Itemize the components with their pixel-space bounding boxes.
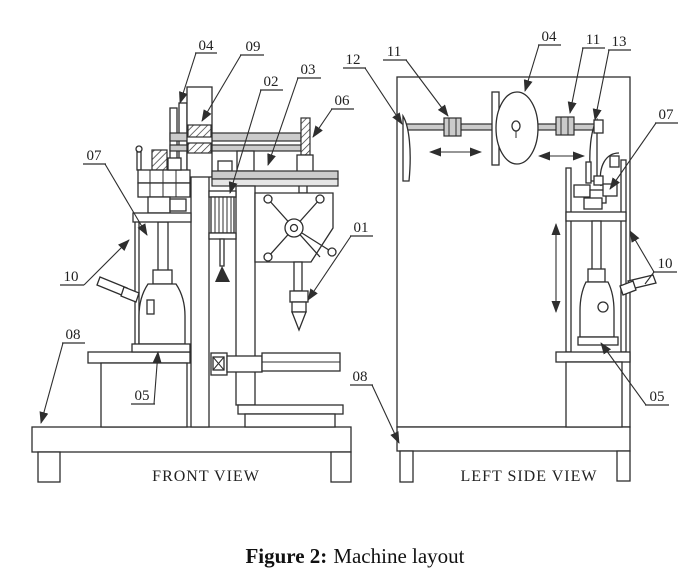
front-column [169, 86, 302, 428]
callout-12: 12 [343, 52, 403, 125]
svg-text:10: 10 [64, 269, 79, 285]
svg-text:05: 05 [650, 389, 665, 405]
callout-13: 13 [592, 34, 631, 121]
slider-left [443, 117, 462, 137]
front-base-frame [31, 426, 352, 483]
callout-11-left: 11 [383, 44, 449, 117]
svg-text:06: 06 [335, 93, 351, 109]
callout-10-front: 10 [60, 239, 130, 286]
front-view-title: FRONT VIEW [152, 468, 260, 485]
work-table [211, 150, 339, 187]
svg-text:04: 04 [542, 29, 558, 45]
side-base-frame [396, 426, 631, 483]
figure-caption: Figure 2:Machine layout [245, 544, 464, 568]
callout-05-front: 05 [131, 351, 162, 405]
callouts-side: 12 11 04 11 13 07 10 [343, 29, 678, 444]
callout-09: 09 [201, 39, 264, 122]
svg-text:10: 10 [658, 256, 673, 272]
svg-text:05: 05 [135, 388, 150, 404]
svg-text:01: 01 [354, 220, 369, 236]
svg-text:04: 04 [199, 38, 215, 54]
side-view-title: LEFT SIDE VIEW [461, 468, 598, 485]
svg-text:02: 02 [264, 74, 279, 90]
front-jack [96, 221, 191, 353]
svg-text:07: 07 [87, 148, 103, 164]
callout-04-side: 04 [523, 29, 561, 92]
svg-text:12: 12 [346, 52, 361, 68]
shaft-assembly [402, 91, 604, 182]
callout-08-side: 08 [350, 369, 400, 444]
svg-text:03: 03 [301, 62, 316, 78]
svg-text:11: 11 [387, 44, 401, 60]
side-jack-station [555, 152, 657, 428]
svg-text:08: 08 [66, 327, 81, 343]
callout-03: 03 [267, 62, 321, 166]
pantograph-plate [254, 192, 337, 263]
svg-text:08: 08 [353, 369, 368, 385]
callout-04-front: 04 [179, 38, 217, 104]
svg-text:09: 09 [246, 39, 261, 55]
finned-unit [208, 190, 237, 282]
motion-arrows [429, 147, 585, 313]
callouts-front: 04 09 02 03 06 07 10 [39, 38, 373, 424]
left-blade [402, 113, 411, 182]
left-side-view: LEFT SIDE VIEW [396, 76, 657, 485]
callout-08-front: 08 [39, 327, 85, 424]
svg-text:11: 11 [586, 32, 600, 48]
callout-01: 01 [307, 220, 373, 301]
front-view: FRONT VIEW [31, 86, 352, 485]
callout-10-side: 10 [629, 230, 677, 285]
callout-07-side: 07 [609, 107, 678, 190]
callout-07-front: 07 [83, 148, 148, 236]
front-bench [87, 351, 191, 428]
svg-text:07: 07 [659, 107, 675, 123]
front-vise [132, 145, 192, 223]
lower-arm [210, 352, 344, 428]
callout-02: 02 [228, 74, 283, 194]
callout-05-side: 05 [600, 342, 669, 406]
callout-11-right: 11 [567, 32, 605, 114]
svg-text:13: 13 [612, 34, 627, 50]
tool-nozzle [289, 261, 309, 332]
workpiece [151, 149, 168, 171]
slider-right [555, 116, 575, 136]
callout-06: 06 [312, 93, 354, 138]
